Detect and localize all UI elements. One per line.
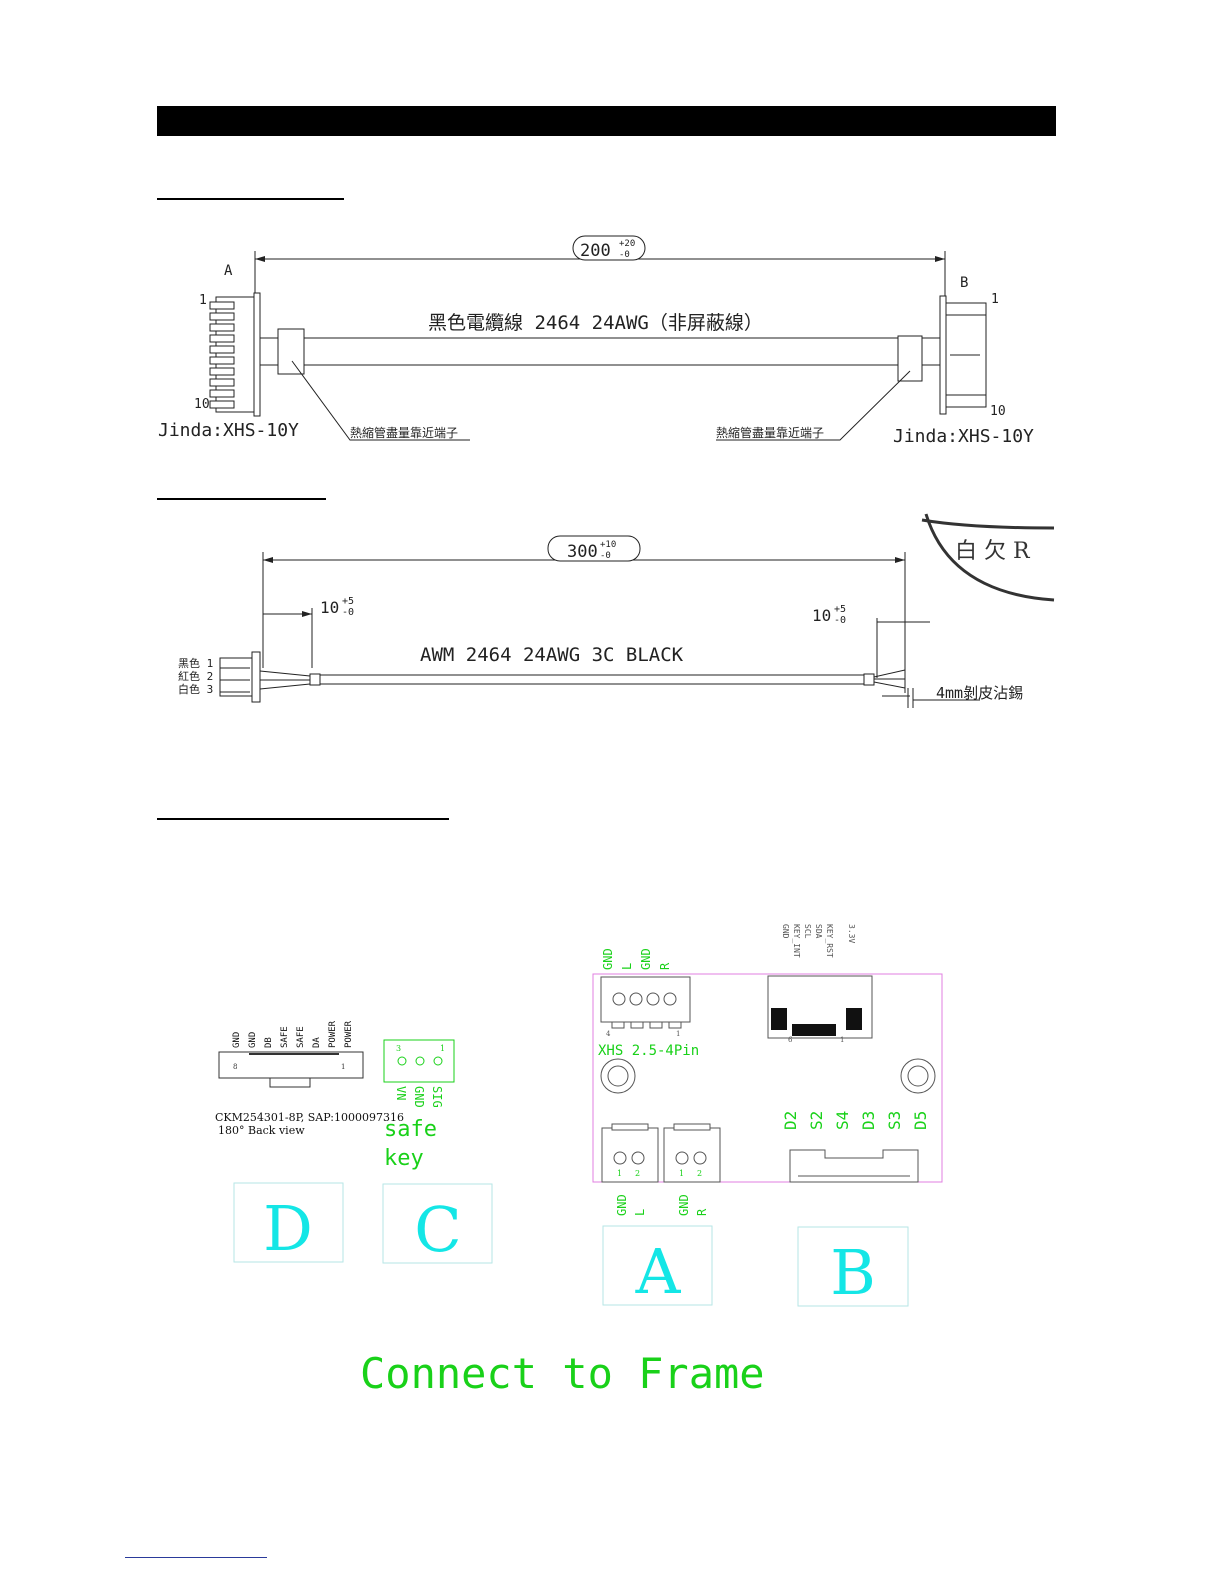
b-pin-s4: S4 <box>833 1111 852 1130</box>
i2c-pin-3v3: 3.3V <box>847 924 856 943</box>
dim-300-tol-plus: +10 <box>600 540 616 550</box>
strip-right-dim: 10 <box>812 606 831 625</box>
xhs-pin-l: L <box>620 963 634 970</box>
safe-key-label-1: safe <box>384 1117 437 1142</box>
svg-text:1: 1 <box>840 1036 844 1044</box>
strip-left-tol-minus: -0 <box>342 607 354 618</box>
strip-left-tol-plus: +5 <box>342 596 354 607</box>
conn-d-pin-7: POWER <box>328 1020 338 1048</box>
section-underline-2 <box>157 498 326 500</box>
b-pin-d5: D5 <box>911 1111 930 1130</box>
pin-10-left: 10 <box>194 397 210 412</box>
conn-d-pin-2: GND <box>248 1032 258 1048</box>
dim-200-tol-plus: +20 <box>619 239 635 249</box>
dim-300-tol-minus: -0 <box>600 551 611 561</box>
board-outline <box>592 973 943 1183</box>
a-left-pin-l: L <box>633 1209 647 1216</box>
i2c-pin-key-rst: KEY_RST <box>825 924 834 958</box>
connector-d: GND GND DB SAFE SAFE DA POWER POWER 8 1 … <box>215 1020 404 1137</box>
pin-1-right: 1 <box>991 292 999 307</box>
connector-label-a: A <box>224 263 233 279</box>
svg-text:4: 4 <box>606 1030 611 1038</box>
svg-text:8: 8 <box>233 1063 237 1071</box>
svg-text:1: 1 <box>679 1169 684 1178</box>
conn-d-pin-5: SAFE <box>296 1026 306 1048</box>
connector-c: 3 1 VN GND SIG safe key <box>383 1039 455 1171</box>
conn-d-pin-3: DB <box>264 1037 274 1048</box>
conn-d-pin-4: SAFE <box>280 1026 290 1048</box>
caption-connect-to-frame: Connect to Frame <box>360 1349 765 1398</box>
header-bar <box>157 106 1056 136</box>
connector-right-part: Jinda:XHS-10Y <box>893 426 1034 447</box>
box-a-letter: A <box>635 1235 682 1308</box>
conn-d-part: CKM254301-8P, SAP:1000097316 <box>215 1111 404 1124</box>
footer-rule <box>125 1557 267 1558</box>
i2c-pin-scl: SCL <box>803 924 812 939</box>
conn-c-pin-sig: SIG <box>430 1086 444 1108</box>
xhs-pin-r: R <box>658 962 672 970</box>
svg-text:6: 6 <box>788 1036 793 1044</box>
cable-drawing-2: 白 欠 R 300 +10 -0 10 +5 -0 10 +5 -0 黑色 1 … <box>178 513 1055 708</box>
safe-key-label-2: key <box>384 1146 424 1171</box>
inspection-stamp <box>924 513 1055 602</box>
dim-300: 300 <box>567 542 598 562</box>
label-box-d: D <box>233 1182 344 1265</box>
wire-label-3: 白色 3 <box>178 682 213 696</box>
i2c-pin-key-int: KEY_INT <box>792 924 801 958</box>
wire-label-2: 紅色 2 <box>178 669 213 683</box>
heat-shrink-note-left: 熱縮管盡量靠近端子 <box>350 425 458 440</box>
b-pin-s2: S2 <box>807 1111 826 1130</box>
i2c-pin-gnd: GND <box>781 924 790 939</box>
cable2-description: AWM 2464 24AWG 3C BLACK <box>420 644 684 666</box>
xhs-label: XHS 2.5-4Pin <box>598 1043 699 1059</box>
conn-d-pin-6: DA <box>312 1037 322 1048</box>
connector-left-part: Jinda:XHS-10Y <box>158 420 299 441</box>
svg-text:2: 2 <box>635 1169 640 1178</box>
box-c-letter: C <box>414 1193 461 1266</box>
b-pin-s3: S3 <box>885 1111 904 1130</box>
svg-text:1: 1 <box>341 1063 345 1071</box>
conn-d-view: 180° Back view <box>218 1124 305 1137</box>
board-diagram: GND GND DB SAFE SAFE DA POWER POWER 8 1 … <box>215 924 943 1398</box>
i2c-pin-sda: SDA <box>814 924 823 939</box>
dim-200: 200 <box>580 241 611 261</box>
label-box-a: A <box>602 1225 713 1308</box>
conn-c-pin-vn: VN <box>394 1086 408 1100</box>
section-underline-1 <box>157 198 344 200</box>
label-box-b: B <box>797 1226 909 1309</box>
conn-d-pin-8: POWER <box>344 1020 354 1048</box>
a-left-pin-gnd: GND <box>615 1194 629 1216</box>
connector-label-b: B <box>960 275 968 291</box>
conn-d-pin-1: GND <box>232 1032 242 1048</box>
strip-right-tol-plus: +5 <box>834 604 846 615</box>
label-box-c: C <box>382 1183 493 1266</box>
pin-1-left: 1 <box>199 293 207 308</box>
tin-note: 4mm剝皮沾錫 <box>936 684 1023 702</box>
svg-text:白 欠 R: 白 欠 R <box>955 539 1031 564</box>
svg-text:1: 1 <box>676 1030 680 1038</box>
heat-shrink-note-right: 熱縮管盡量靠近端子 <box>716 425 824 440</box>
box-b-letter: B <box>830 1236 876 1309</box>
wire-label-1: 黑色 1 <box>178 656 213 670</box>
a-right-pin-gnd: GND <box>677 1194 691 1216</box>
strip-right-tol-minus: -0 <box>834 615 846 626</box>
svg-text:3: 3 <box>396 1044 401 1053</box>
cable-drawing-1: 200 +20 -0 A 1 10 黑色電纜線 2464 24AWG（非屏蔽線）… <box>158 235 1034 447</box>
svg-text:1: 1 <box>440 1044 445 1053</box>
box-d-letter: D <box>263 1192 313 1265</box>
pin-10-right: 10 <box>990 404 1006 419</box>
b-pin-d2: D2 <box>781 1111 800 1130</box>
b-pin-d3: D3 <box>859 1111 878 1130</box>
strip-left-dim: 10 <box>320 598 339 617</box>
cable1-description: 黑色電纜線 2464 24AWG（非屏蔽線） <box>428 312 763 334</box>
a-right-pin-r: R <box>695 1208 709 1216</box>
xhs-pin-gnd-1: GND <box>601 948 615 970</box>
xhs-pin-gnd-2: GND <box>639 948 653 970</box>
section-underline-3 <box>157 818 449 820</box>
svg-text:2: 2 <box>697 1169 702 1178</box>
dim-200-tol-minus: -0 <box>619 250 630 260</box>
svg-text:1: 1 <box>617 1169 622 1178</box>
conn-c-pin-gnd: GND <box>412 1086 426 1108</box>
